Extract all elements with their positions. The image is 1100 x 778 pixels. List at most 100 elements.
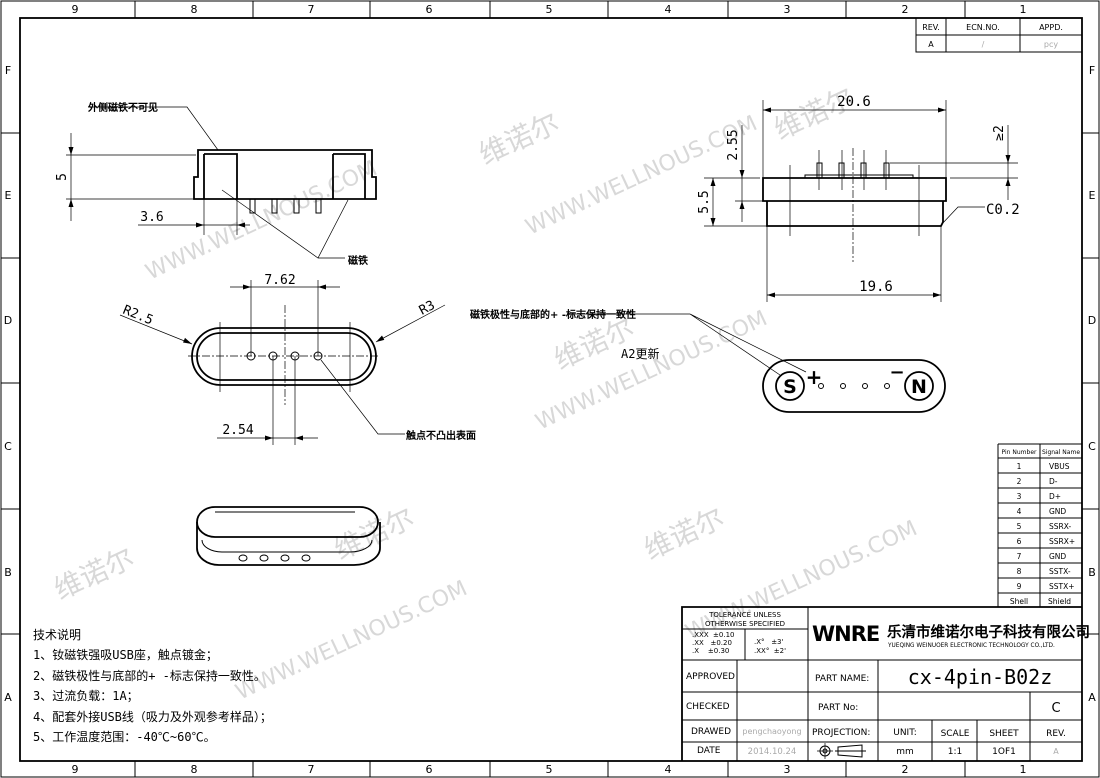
tolerance-x: .X ±0.30 [692,647,729,655]
dim-pitch-7-62: 7.62 [264,273,295,288]
watermark-cn: 维诺尔 [639,501,729,566]
column-label: 3 [784,763,791,776]
rev-header: REV. [922,23,940,32]
row-label: B [4,566,12,579]
company-logo: WNRE 乐清市维诺尔电子科技有限公司 YUEQING WEINUOER ELE… [812,622,1090,649]
scale-label: SCALE [941,729,970,739]
projection-symbol-icon [817,743,866,759]
signal-name-header: Signal Name [1042,449,1080,456]
signal-name: SSTX- [1049,567,1071,576]
label-magnet: 磁铁 [348,254,368,267]
dim-width-3-6: 3.6 [140,210,163,225]
front-view: 20.6 19.6 5.5 2.55 ≥2 C0.2 [697,94,1020,302]
company-name-cn: 乐清市维诺尔电子科技有限公司 [887,623,1090,641]
minus-mark: − [889,362,904,383]
signal-name: Shield [1048,597,1071,606]
dim-radius-r2-5: R2.5 [121,303,156,329]
column-label: 8 [191,763,198,776]
isometric-view [196,506,381,566]
note-item: 4、配套外接USB线（吸力及外观参考样品）； [33,709,272,724]
technical-notes: 技术说明 1、钕磁铁强吸USB座，触点镀金； 2、磁铁极性与底部的+ -标志保持… [33,627,272,744]
date-value: 2014.10.24 [748,747,797,757]
dim-radius-r3: R3 [417,298,438,319]
checked-label: CHECKED [686,702,730,712]
tolerance-angle-xx: .XX° ±2' [754,647,786,655]
tolerance-title: TOLERANCE UNLESS [708,611,781,619]
ecn-value: / [982,40,985,49]
scale-value: 1:1 [948,747,962,757]
column-label: 9 [72,763,79,776]
column-labels-bottom: 9 8 7 6 5 4 3 2 1 [72,763,1027,776]
drawed-value: pengchaoyong [742,727,801,736]
column-labels-top: 9 8 7 6 5 4 3 2 1 [72,3,1027,16]
row-label: E [5,189,12,202]
note-item: 2、磁铁极性与底部的+ -标志保持一致性。 [33,668,266,683]
watermark-cn: 维诺尔 [474,106,564,171]
pin-number: 3 [1017,492,1022,501]
signal-name: SSRX+ [1049,537,1075,546]
column-label: 5 [546,3,553,16]
dim-width-20-6: 20.6 [837,94,871,110]
watermark-cn: 维诺尔 [49,541,139,606]
pin-number: 8 [1017,567,1022,576]
column-label: 6 [426,3,433,16]
note-item: 5、工作温度范围：-40℃~60℃。 [33,729,216,744]
column-label: 4 [665,3,672,16]
pin-number: 2 [1017,477,1022,486]
signal-name: GND [1049,507,1066,516]
row-label: A [1088,691,1096,704]
note-item: 3、过流负载：1A； [33,689,139,703]
signal-name: D- [1049,477,1058,486]
bottom-view: 7.62 R2.5 R3 2.54 触点不凸出表面 [119,273,476,445]
column-label: 8 [191,3,198,16]
watermark-cn: 维诺尔 [329,501,419,566]
dim-height-5: 5 [55,173,70,181]
column-label: 5 [546,763,553,776]
column-label: 1 [1020,763,1027,776]
row-label: A [4,691,12,704]
part-no-label: PART No: [818,703,858,713]
part-name-label: PART NAME: [815,674,869,684]
label-outer-magnet-hidden: 外侧磁铁不可见 [87,101,158,114]
appd-value: pcy [1044,40,1058,49]
part-no-rev: C [1051,701,1060,716]
company-name-en: YUEQING WEINUOER ELECTRONIC TECHNOLOGY C… [887,643,1055,649]
signal-name: SSRX- [1049,522,1071,531]
date-label: DATE [697,746,721,756]
tolerance-xxx: .XXX ±0.10 [692,631,735,639]
revision-block: REV. ECN.NO. APPD. A / pcy [915,18,1082,53]
pin-number: 7 [1017,552,1022,561]
section-view: 5 3.6 外侧磁铁不可见 磁铁 [55,101,377,267]
unit-value: mm [896,747,914,757]
row-label: D [4,314,12,327]
watermark-cn: 维诺尔 [769,81,859,146]
column-label: 7 [308,763,315,776]
pin-number: 9 [1017,582,1022,591]
dim-height-5-5: 5.5 [697,190,712,213]
pin-number: 4 [1017,507,1022,516]
sheet-value: 1OF1 [992,747,1016,757]
pin-number: 1 [1017,462,1022,471]
tolerance-xx: .XX ±0.20 [692,639,732,647]
signal-name: SSTX+ [1049,582,1075,591]
label-contacts-flush: 触点不凸出表面 [405,429,476,442]
ecn-header: ECN.NO. [966,23,1000,32]
column-label: 2 [902,3,909,16]
column-label: 9 [72,3,79,16]
row-label: B [1088,566,1096,579]
logo-mark: WNRE [812,622,879,646]
pin-table: Pin Number Signal Name 1 VBUS 2 D- 3 D+ … [997,443,1082,607]
sheet-label: SHEET [989,729,1019,739]
approved-label: APPROVED [686,672,735,682]
dim-chamfer: C0.2 [986,202,1020,218]
label-polarity-note: 磁铁极性与底部的+ -标志保持一致性 [470,308,636,321]
row-label: D [1088,314,1096,327]
column-label: 6 [426,763,433,776]
column-label: 7 [308,3,315,16]
row-label: E [1089,189,1096,202]
pin-number: 6 [1017,537,1022,546]
plus-mark: + [806,365,823,389]
part-name-value: cx-4pin-B02z [908,665,1053,689]
